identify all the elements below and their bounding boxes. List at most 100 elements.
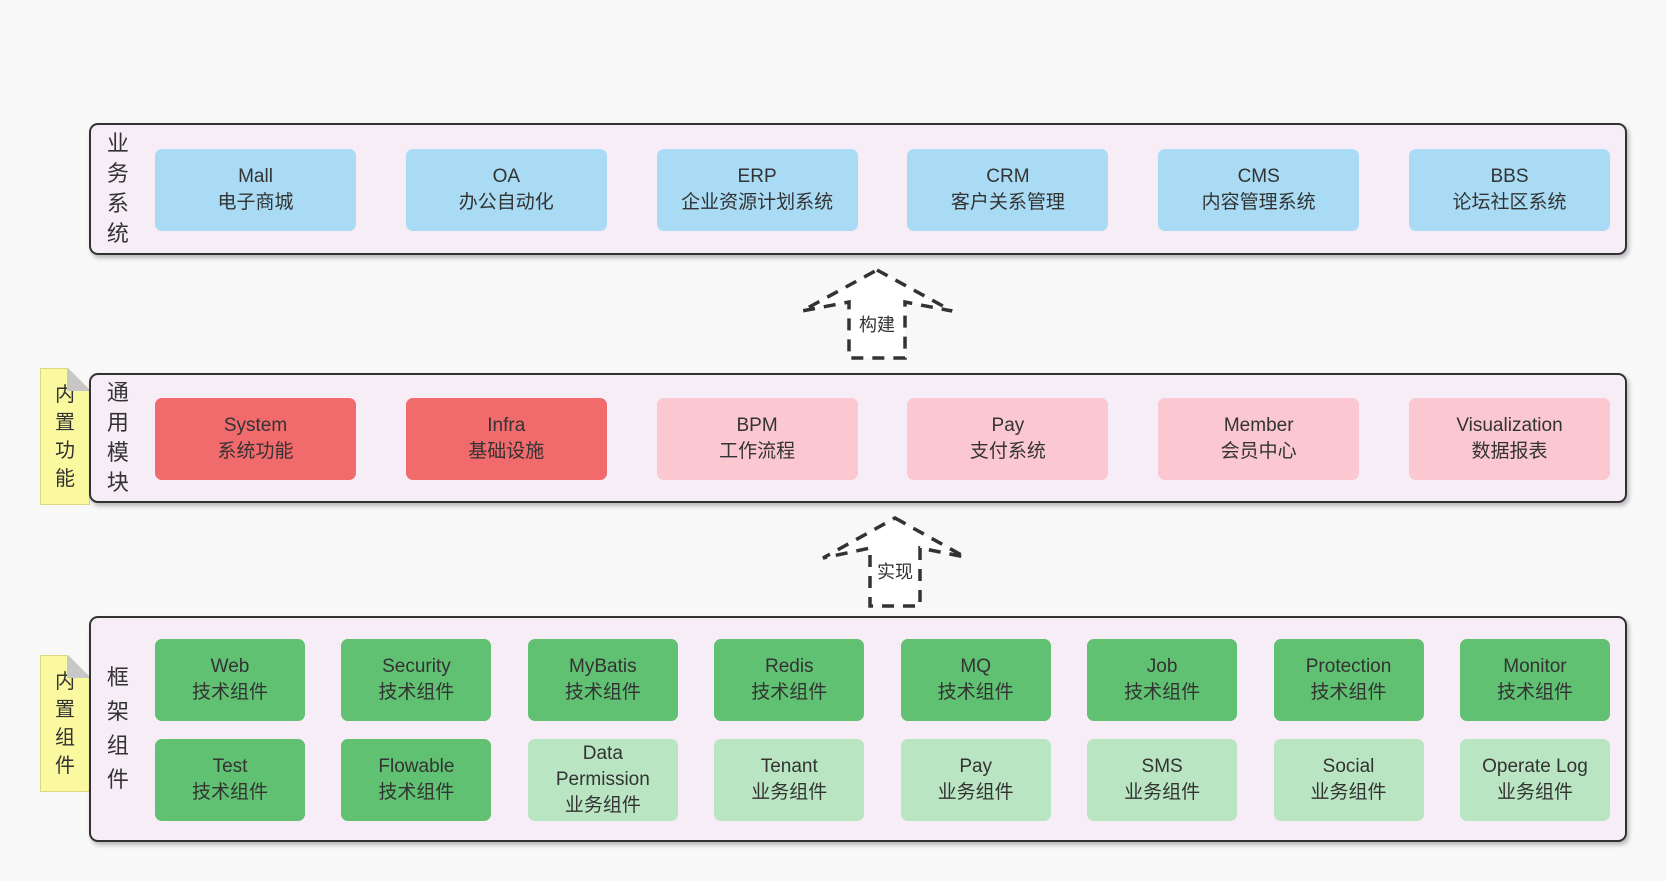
box-test: Test 技术组件	[155, 739, 305, 821]
box-monitor: Monitor 技术组件	[1459, 639, 1610, 721]
box-title: Social	[1322, 756, 1375, 777]
sticky-note-built-in-features: 内置功能	[40, 368, 90, 505]
box-title: Test	[212, 756, 248, 777]
box-subtitle: 办公自动化	[458, 192, 554, 213]
panel-side-label-text: 业务系统	[106, 131, 129, 246]
box-tenant: Tenant 业务组件	[714, 739, 865, 821]
box-subtitle: 会员中心	[1220, 441, 1297, 462]
box-subtitle: 业务组件	[1496, 782, 1573, 803]
box-bpm: BPM 工作流程	[656, 398, 858, 480]
box-title: Job	[1146, 656, 1178, 677]
panel-side-label-text: 通用模块	[106, 380, 129, 495]
box-subtitle: 技术组件	[378, 782, 455, 803]
box-subtitle: 企业资源计划系统	[681, 192, 834, 213]
note-label: 内置功能	[55, 383, 75, 490]
box-pay: Pay 支付系统	[907, 398, 1109, 480]
box-mybatis: MyBatis 技术组件	[527, 639, 678, 721]
box-title: Visualization	[1456, 415, 1563, 436]
note-label: 内置组件	[55, 670, 75, 777]
box-title: BBS	[1490, 166, 1529, 187]
box-oa: OA 办公自动化	[405, 149, 607, 231]
box-infra: Infra 基础设施	[405, 398, 607, 480]
box-visualization: Visualization 数据报表	[1408, 398, 1610, 480]
box-bbs: BBS 论坛社区系统	[1408, 149, 1610, 231]
box-member: Member 会员中心	[1158, 398, 1360, 480]
panel-side-label: 框架组件	[106, 618, 130, 840]
box-title: SMS	[1141, 756, 1183, 777]
box-protection: Protection 技术组件	[1273, 639, 1424, 721]
box-subtitle: 工作流程	[719, 441, 796, 462]
folded-corner-icon	[67, 369, 89, 391]
box-title: Pay	[991, 415, 1025, 436]
box-redis: Redis 技术组件	[714, 639, 865, 721]
box-web: Web 技术组件	[155, 639, 305, 721]
box-data-permission: Data Permission 业务组件	[527, 739, 678, 821]
box-subtitle: 业务组件	[751, 782, 828, 803]
box-subtitle: 业务组件	[1124, 782, 1201, 803]
box-subtitle: 客户关系管理	[950, 192, 1065, 213]
box-title: Security	[382, 656, 451, 677]
box-sms: SMS 业务组件	[1087, 739, 1238, 821]
box-crm: CRM 客户关系管理	[907, 149, 1109, 231]
box-subtitle: 技术组件	[564, 682, 641, 703]
modules-box-row: System 系统功能 Infra 基础设施 BPM 工作流程 Pay 支付系统…	[155, 398, 1610, 480]
box-subtitle: 支付系统	[969, 441, 1046, 462]
box-subtitle: 技术组件	[191, 782, 268, 803]
box-title: MyBatis	[569, 656, 637, 677]
box-title: Pay	[959, 756, 993, 777]
folded-corner-icon	[67, 656, 89, 678]
box-subtitle: 技术组件	[1496, 682, 1573, 703]
box-cms: CMS 内容管理系统	[1158, 149, 1360, 231]
box-subtitle: 技术组件	[191, 682, 268, 703]
box-subtitle: 内容管理系统	[1201, 192, 1316, 213]
arrow-label-implement: 实现	[873, 557, 917, 585]
box-title: Operate Log	[1482, 756, 1588, 777]
box-subtitle: 论坛社区系统	[1452, 192, 1567, 213]
box-subtitle: 技术组件	[378, 682, 455, 703]
box-title: Mall	[238, 166, 273, 187]
box-title: Data Permission	[555, 743, 650, 790]
box-system: System 系统功能	[155, 398, 356, 480]
box-operate-log: Operate Log 业务组件	[1459, 739, 1610, 821]
box-pay-component: Pay 业务组件	[900, 739, 1051, 821]
box-title: Protection	[1305, 656, 1392, 677]
box-subtitle: 技术组件	[1310, 682, 1387, 703]
box-title: System	[223, 415, 288, 436]
panel-side-label: 业务系统	[106, 125, 130, 253]
box-title: BPM	[736, 415, 778, 436]
panel-business-systems: 业务系统 Mall 电子商城 OA 办公自动化 ERP 企业资源计划系统 CRM…	[89, 123, 1627, 255]
box-title: MQ	[960, 656, 991, 677]
box-security: Security 技术组件	[341, 639, 492, 721]
box-subtitle: 业务组件	[937, 782, 1014, 803]
box-subtitle: 电子商城	[217, 192, 294, 213]
box-flowable: Flowable 技术组件	[341, 739, 492, 821]
box-mq: MQ 技术组件	[900, 639, 1051, 721]
box-title: Web	[210, 656, 250, 677]
box-subtitle: 业务组件	[564, 795, 641, 816]
arrow-label-build: 构建	[855, 310, 899, 338]
box-title: Flowable	[378, 756, 455, 777]
box-title: Infra	[487, 415, 526, 436]
box-social: Social 业务组件	[1273, 739, 1424, 821]
panel-framework-components: 框架组件 Web 技术组件 Security 技术组件 MyBatis 技术组件…	[89, 616, 1627, 842]
box-erp: ERP 企业资源计划系统	[656, 149, 858, 231]
box-subtitle: 技术组件	[751, 682, 828, 703]
framework-box-row-2: Test 技术组件 Flowable 技术组件 Data Permission …	[155, 739, 1610, 821]
box-subtitle: 系统功能	[217, 441, 294, 462]
box-title: Redis	[764, 656, 814, 677]
box-job: Job 技术组件	[1087, 639, 1238, 721]
box-title: CMS	[1237, 166, 1280, 187]
framework-box-row-1: Web 技术组件 Security 技术组件 MyBatis 技术组件 Redi…	[155, 639, 1610, 721]
box-title: ERP	[737, 166, 777, 187]
box-title: Member	[1223, 415, 1294, 436]
box-title: Tenant	[760, 756, 818, 777]
panel-common-modules: 通用模块 System 系统功能 Infra 基础设施 BPM 工作流程 Pay…	[89, 373, 1627, 503]
box-subtitle: 数据报表	[1471, 441, 1548, 462]
box-subtitle: 技术组件	[937, 682, 1014, 703]
sticky-note-built-in-components: 内置组件	[40, 655, 90, 792]
box-subtitle: 业务组件	[1310, 782, 1387, 803]
box-title: CRM	[986, 166, 1030, 187]
business-box-row: Mall 电子商城 OA 办公自动化 ERP 企业资源计划系统 CRM 客户关系…	[155, 149, 1610, 231]
box-mall: Mall 电子商城	[155, 149, 356, 231]
box-title: OA	[492, 166, 521, 187]
